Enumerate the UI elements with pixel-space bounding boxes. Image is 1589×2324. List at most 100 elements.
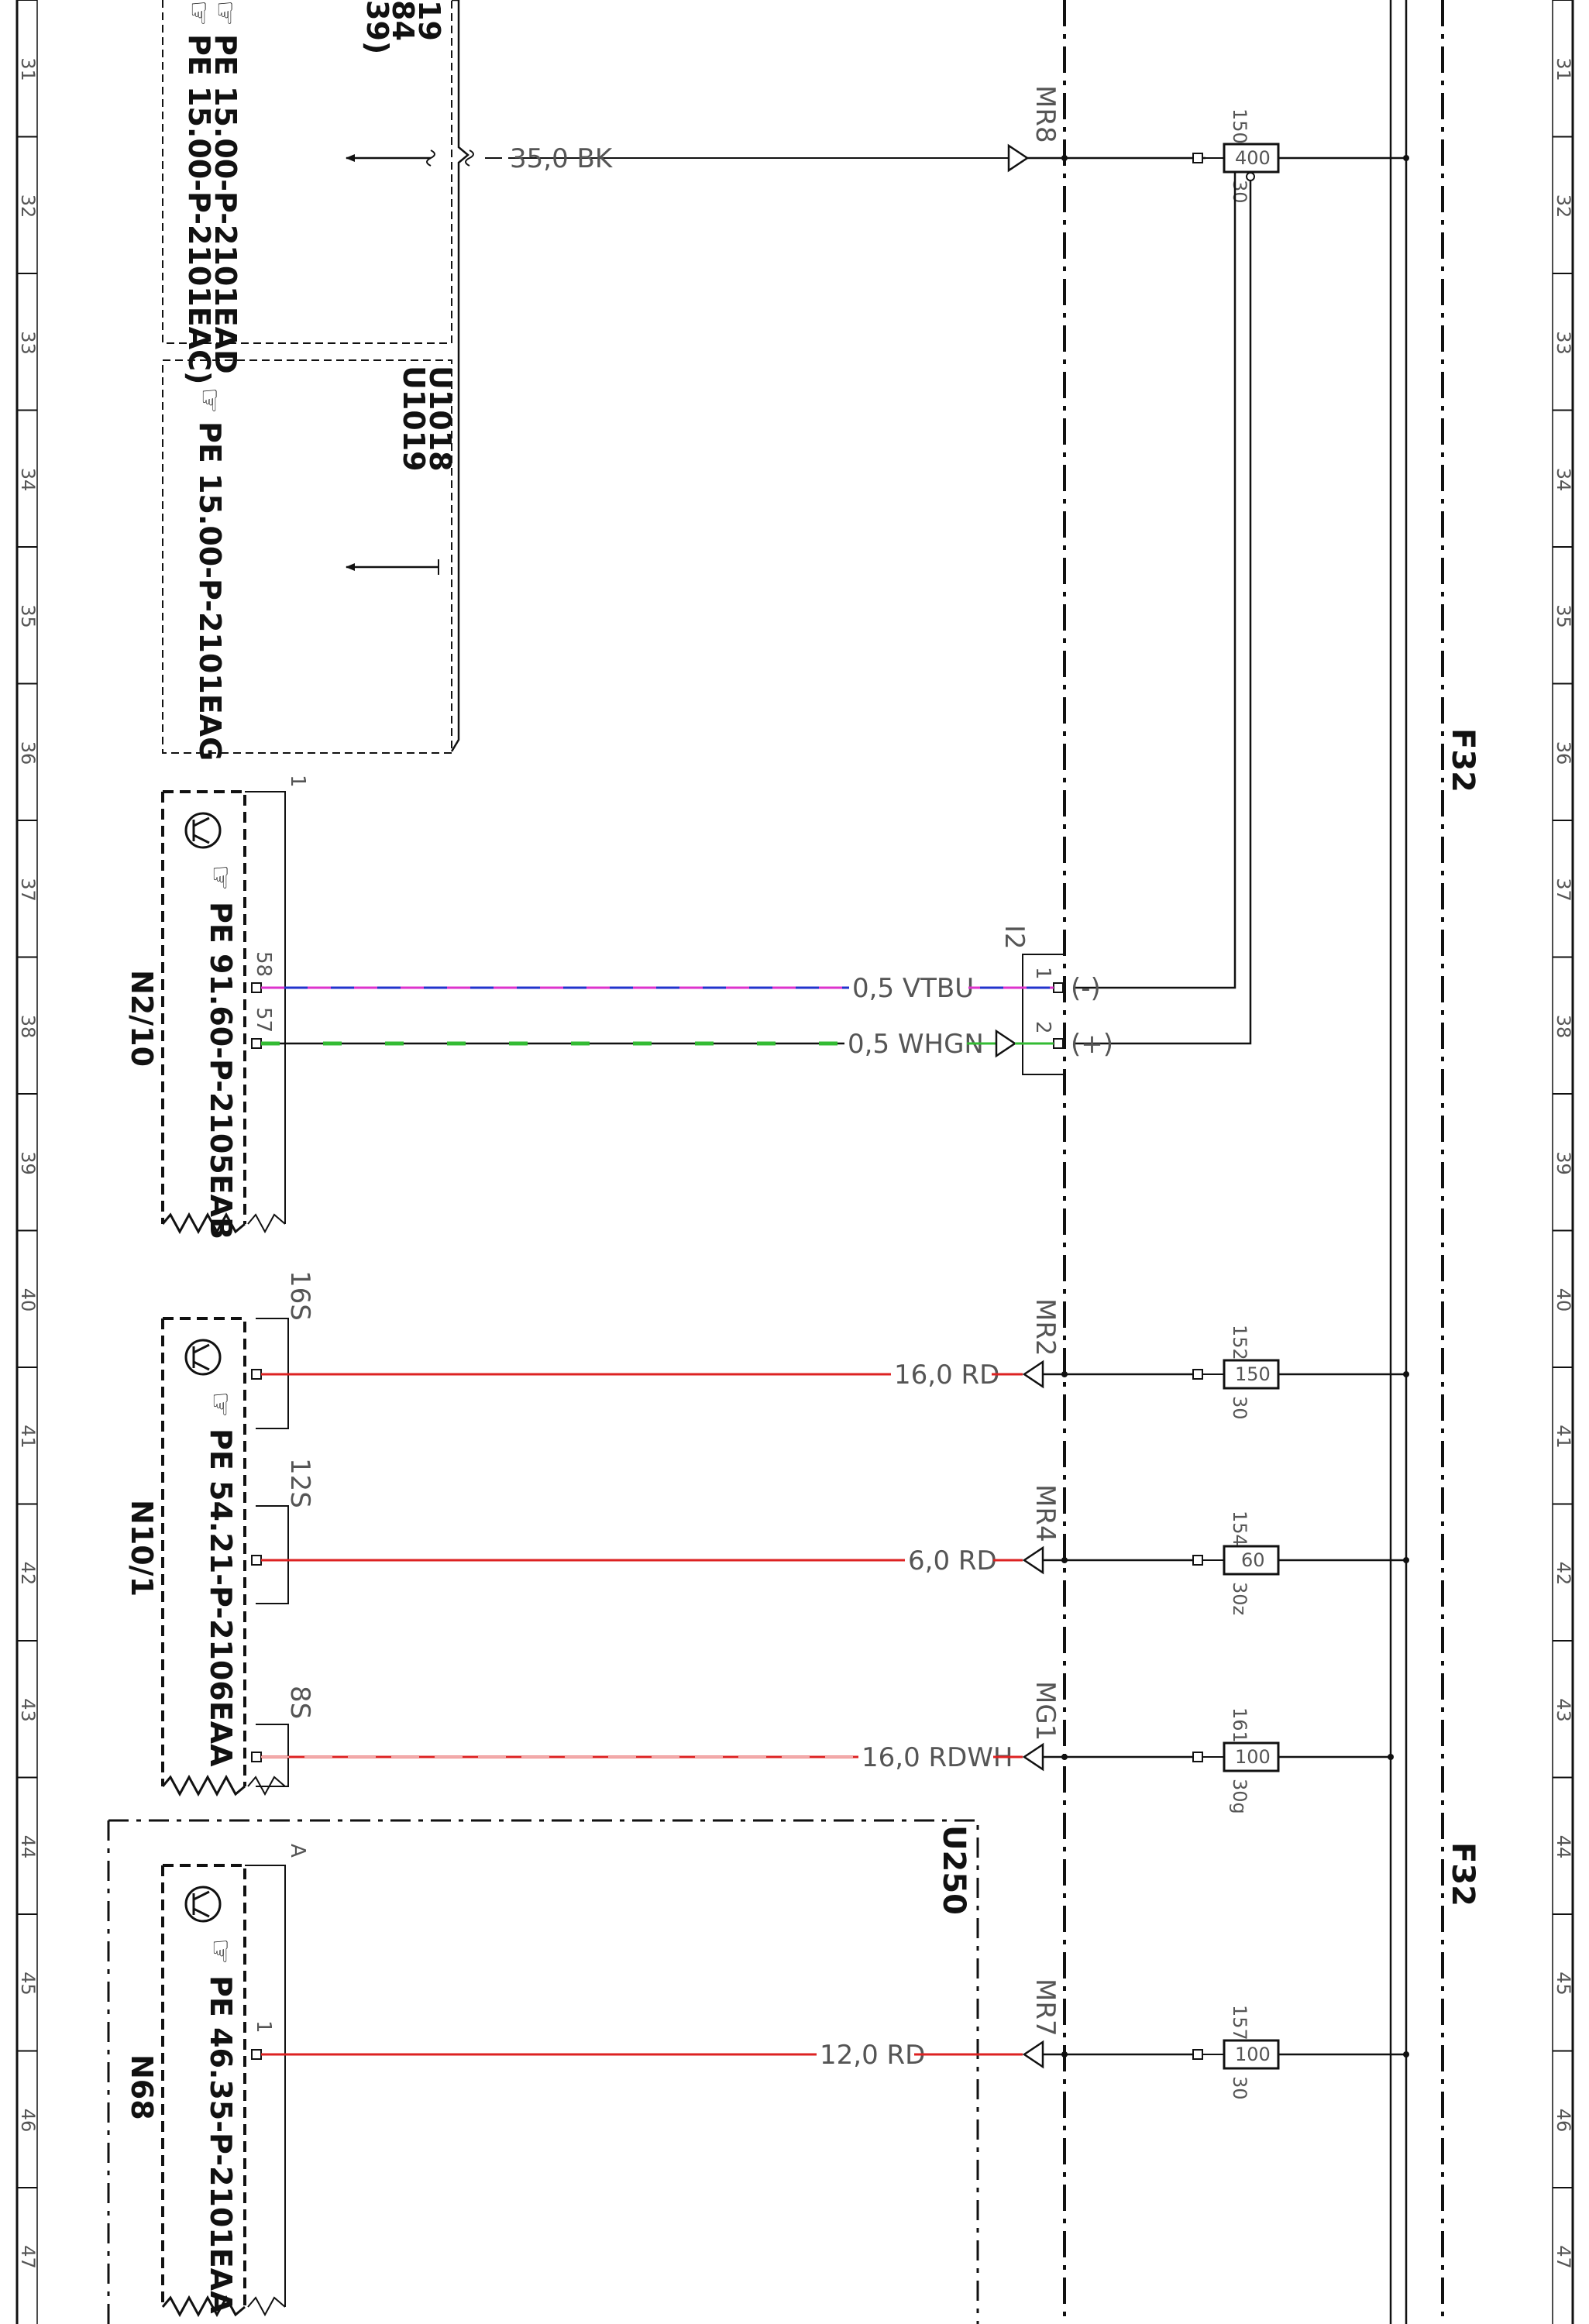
ruler-number: 44	[1553, 1835, 1574, 1859]
ruler-number: 35	[1553, 604, 1574, 628]
box1-ref-1: PE 15.00-P-2101EAD	[208, 34, 242, 374]
wire-mr8: 35,0 BK MR8 400 150 30	[465, 85, 1409, 1045]
component-ref: PE 91.60-P-2105EAB	[204, 902, 238, 1239]
ruler-number: 40	[1553, 1288, 1574, 1312]
fuse-bottom-label: 30	[1229, 2076, 1250, 2100]
ruler-number: 46	[1553, 2109, 1574, 2133]
hand-icon: ☞	[204, 1938, 238, 1965]
u250-box: U250	[107, 1819, 979, 2324]
connector-i2: I2 1 2 (-) (+)	[999, 925, 1113, 1075]
ruler-left	[15, 0, 38, 2324]
node-label: MR8	[1030, 85, 1061, 143]
connector-label: I2	[999, 925, 1030, 950]
ruler-number: 31	[1553, 57, 1574, 81]
ruler-number: 47	[17, 2245, 39, 2269]
fuse-bottom-label: 30g	[1229, 1779, 1250, 1814]
hand-icon: ☞	[204, 865, 238, 891]
pin-label: 57	[252, 1007, 275, 1033]
wire-label: 0,5 WHGN	[848, 1029, 984, 1060]
hand-icon: ☞	[208, 0, 242, 26]
ruler-number: 38	[17, 1015, 39, 1039]
component-id: N68	[125, 2054, 159, 2120]
pin-label: 8S	[284, 1686, 315, 1719]
pin-label: 1	[1031, 967, 1054, 980]
ruler-number: 46	[17, 2109, 39, 2133]
component-ref: PE 46.35-P-2101EAA	[204, 1975, 238, 2314]
ruler-number: 43	[1553, 1698, 1574, 1722]
bus-lines	[1063, 0, 1444, 2324]
pin-label: 58	[252, 951, 275, 977]
reference-box-2	[162, 359, 452, 754]
component-id: N10/1	[125, 1500, 159, 1597]
fuse-top-label: 154	[1229, 1511, 1250, 1546]
node-label: MG1	[1030, 1681, 1061, 1741]
component-n68: ☞ PE 46.35-P-2101EAA N68 A	[125, 1844, 309, 2318]
section-label-f32-bottom: F32	[1445, 1842, 1481, 1906]
transistor-icon	[184, 812, 222, 849]
ruler-number: 36	[17, 741, 39, 765]
pin-label: A	[286, 1844, 309, 1858]
fuse-top-label: 150	[1229, 108, 1250, 144]
ruler-number: 41	[17, 1425, 39, 1449]
node-label: MR4	[1030, 1484, 1061, 1542]
ruler-number: 36	[1553, 741, 1574, 765]
wire-label: 0,5 VTBU	[852, 973, 974, 1004]
ruler-number: 47	[1553, 2245, 1574, 2269]
ruler-number: 42	[17, 1562, 39, 1586]
top-ref-lines: 19 84 39)	[360, 0, 446, 54]
component-n2-10: ☞ PE 91.60-P-2105EAB N2/10 1	[125, 775, 309, 1239]
ref-arrows	[346, 150, 439, 575]
wire-label: 16,0 RDWH	[862, 1742, 1013, 1773]
polarity-label: (-)	[1071, 973, 1101, 1004]
top-ref-line-2: 84	[386, 0, 420, 41]
wire-label: 6,0 RD	[908, 1545, 997, 1576]
fuse-value: 60	[1241, 1549, 1265, 1571]
top-ref-line-1: 19	[412, 0, 446, 41]
ruler-number: 45	[1553, 1972, 1574, 1996]
hand-icon: ☞	[193, 387, 227, 414]
fuse-value: 100	[1235, 2044, 1271, 2065]
ruler-number: 37	[17, 878, 39, 902]
fuse-top-label: 161	[1229, 1707, 1250, 1743]
fuse-top-label: 157	[1229, 2005, 1250, 2040]
ruler-number: 37	[1553, 878, 1574, 902]
pin-brackets: 16S 12S 8S	[256, 1270, 315, 1787]
component-id: N2/10	[125, 970, 159, 1067]
transistor-icon	[184, 1339, 222, 1376]
wire-mr7: 12,0 RD MR7 100 157 30 1	[251, 1978, 1409, 2100]
box2-content: U1018 U1019 ☞ PE 15.00-P-2101EAG	[193, 366, 457, 761]
pin-label: 2	[1031, 1021, 1054, 1034]
ruler-number: 31	[17, 57, 39, 81]
box2-code-2: U1019	[397, 366, 431, 472]
ruler-number: 39	[1553, 1151, 1574, 1175]
fuse-value: 150	[1235, 1363, 1271, 1385]
fuse-value: 100	[1235, 1746, 1271, 1768]
ruler-number: 33	[1553, 331, 1574, 355]
polarity-label: (+)	[1071, 1029, 1113, 1060]
ruler-number: 32	[1553, 194, 1574, 218]
box1-ref-2: PE 15.00-P-2101EAC)	[182, 34, 216, 384]
ruler-number: 42	[1553, 1562, 1574, 1586]
ruler-number: 40	[17, 1288, 39, 1312]
fuse-bottom-label: 30z	[1229, 1582, 1250, 1615]
hand-icon: ☞	[204, 1391, 238, 1418]
node-label: MR2	[1030, 1298, 1061, 1356]
ruler-number: 43	[17, 1698, 39, 1722]
section-label-f32-top: F32	[1445, 728, 1481, 792]
ruler-number: 45	[17, 1972, 39, 1996]
wire-mr2: 16,0 RD MR2 150 152 30	[251, 1298, 1409, 1420]
ruler-number: 33	[17, 331, 39, 355]
fuse-value: 400	[1235, 147, 1271, 169]
wire-label: 35,0 BK	[510, 143, 614, 174]
fuse-bottom-label: 30	[1229, 1396, 1250, 1420]
pin-label: 12S	[284, 1458, 315, 1508]
hand-icon: ☞	[182, 0, 216, 26]
pin-label: 16S	[284, 1270, 315, 1321]
ruler-number: 35	[17, 604, 39, 628]
top-ref-line-3: 39)	[360, 0, 394, 54]
wire-mr4: 6,0 RD MR4 60 154 30z	[251, 1484, 1409, 1615]
ruler-number: 32	[17, 194, 39, 218]
ruler-right	[1552, 0, 1574, 2324]
